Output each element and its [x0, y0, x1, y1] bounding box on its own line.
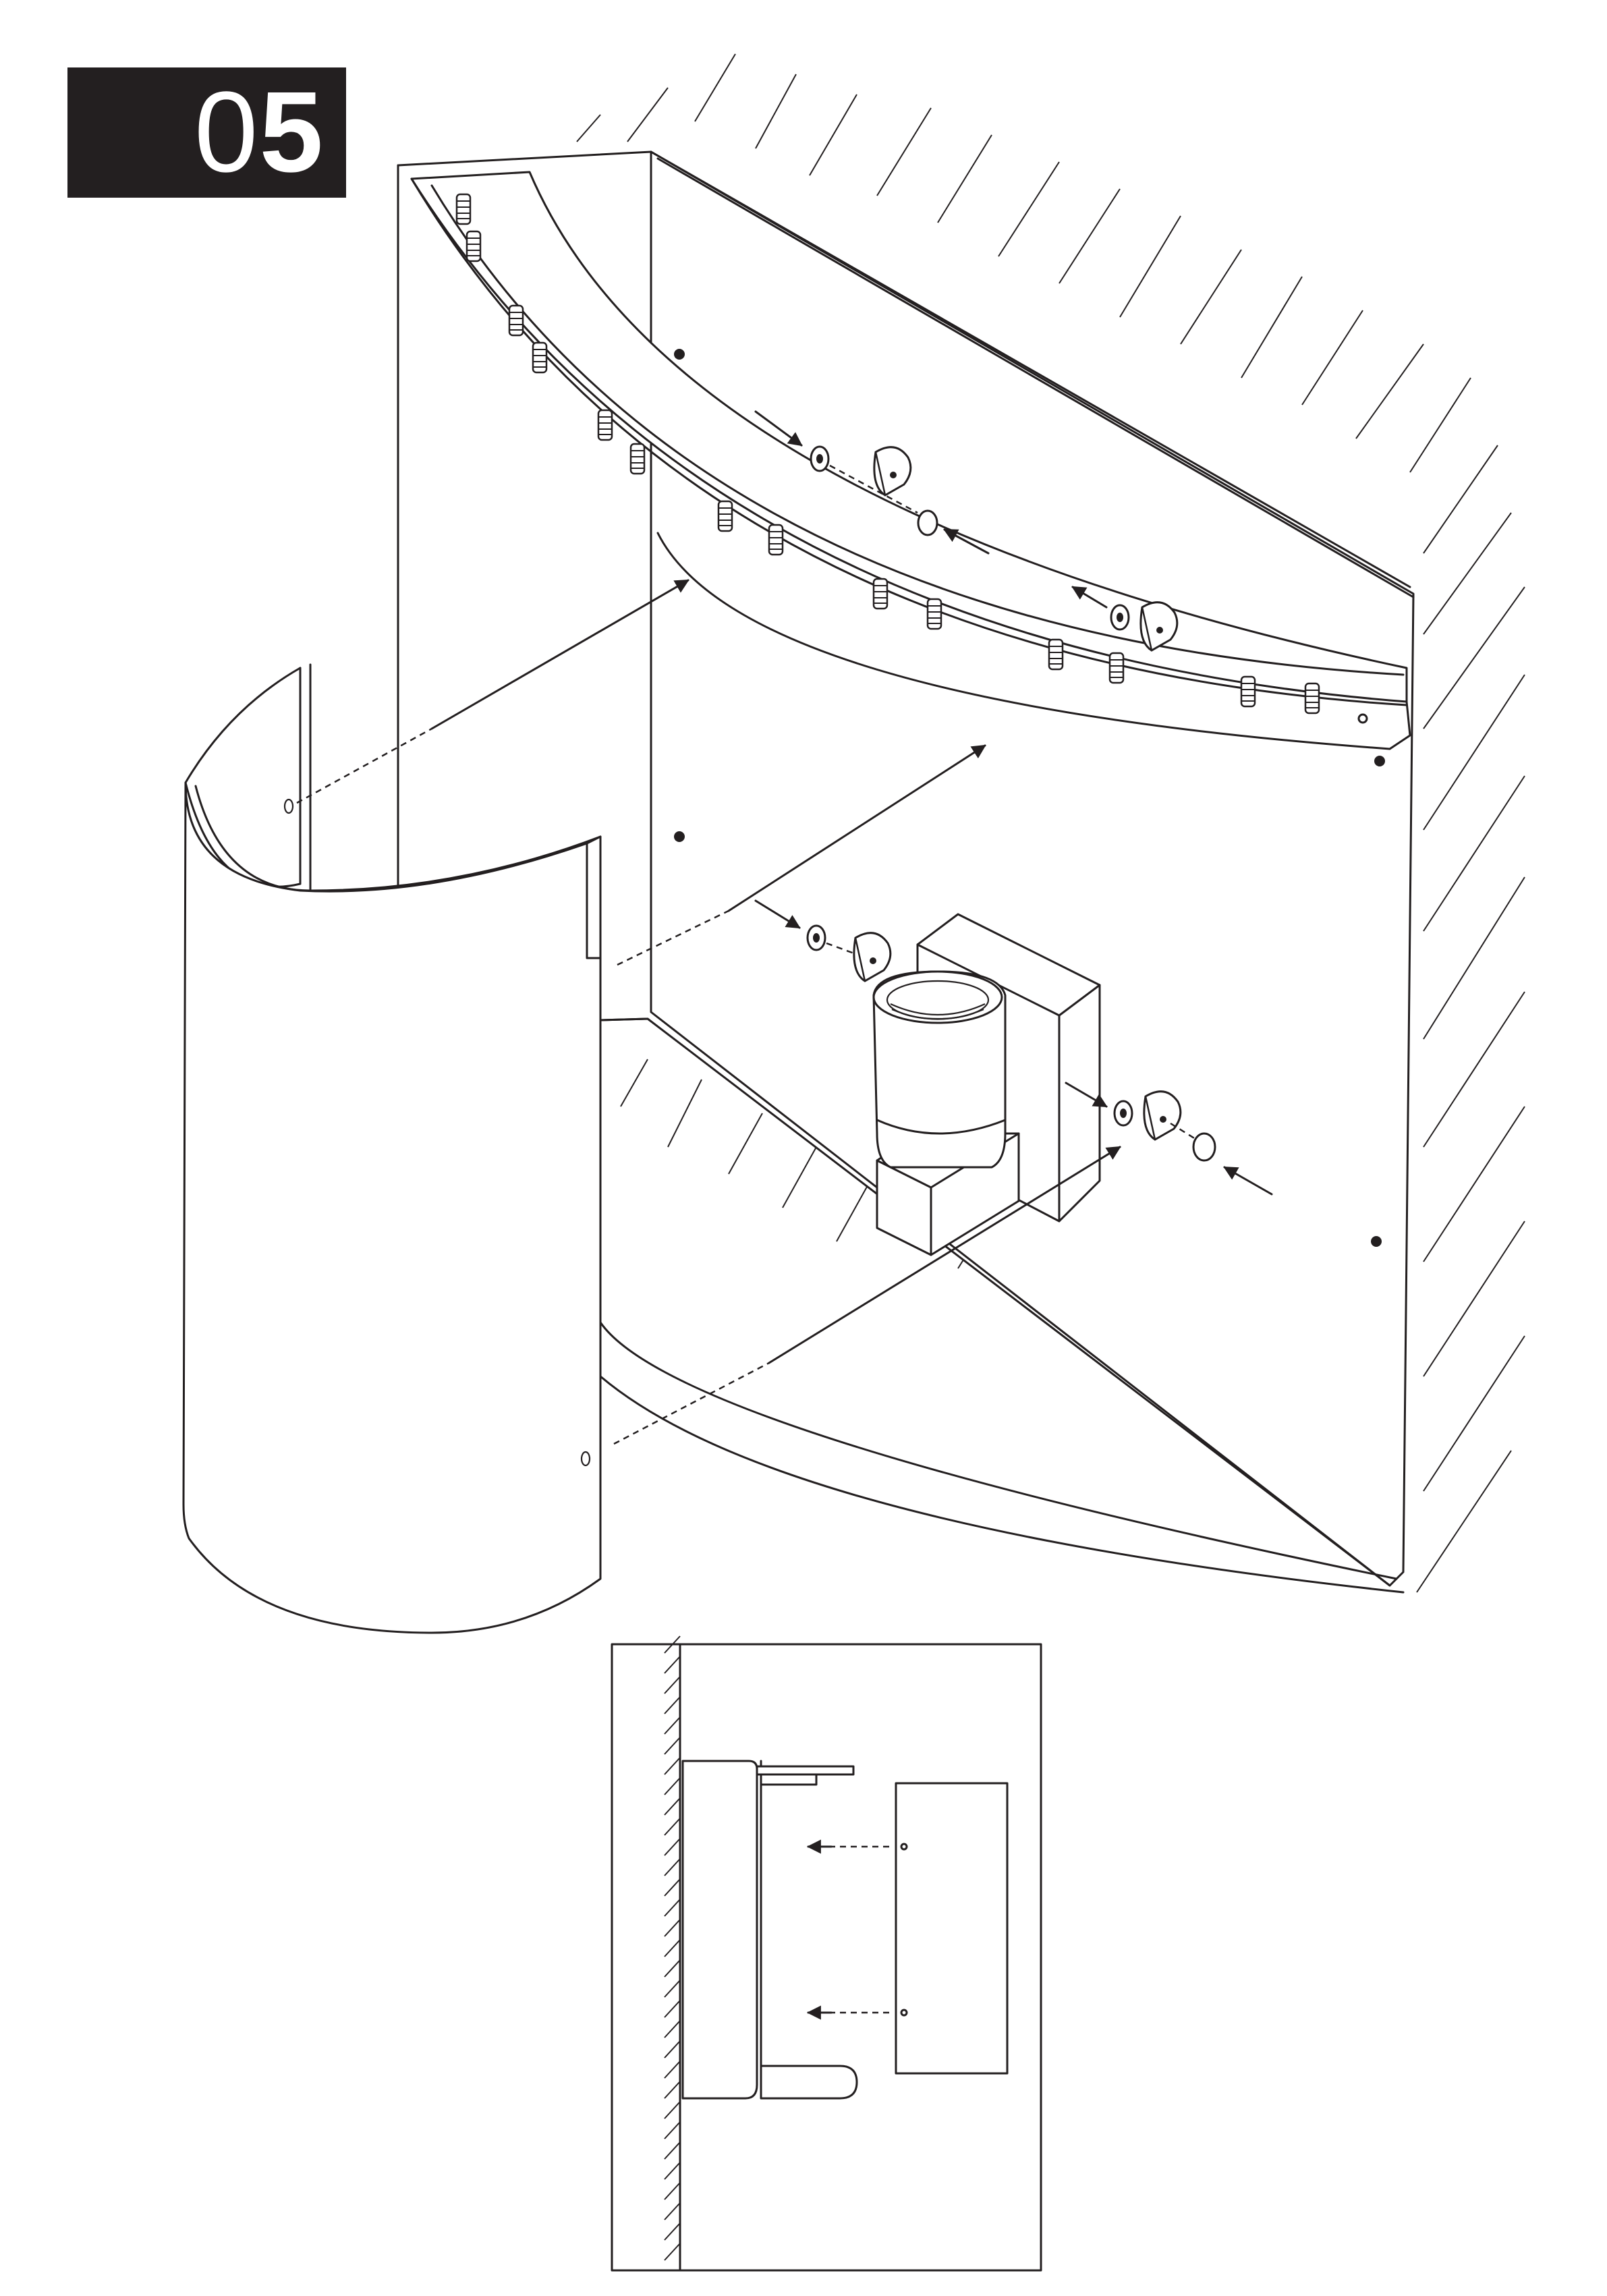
step-number-first-digit: 0 — [194, 68, 260, 196]
step-number: 05 — [194, 67, 325, 198]
inset-side-view — [611, 1635, 1042, 2272]
wall-hatching — [576, 53, 1525, 1593]
step-number-badge: 05 — [67, 67, 346, 198]
step-number-second-digit: 5 — [259, 68, 325, 196]
curved-front-cover — [182, 663, 602, 1634]
lamp-holder-assembly — [674, 831, 1382, 1256]
assembly-guide-arrows — [296, 579, 1121, 1445]
upper-bracket-assembly — [674, 349, 1385, 766]
inset-wall-hatching — [664, 1635, 681, 2272]
